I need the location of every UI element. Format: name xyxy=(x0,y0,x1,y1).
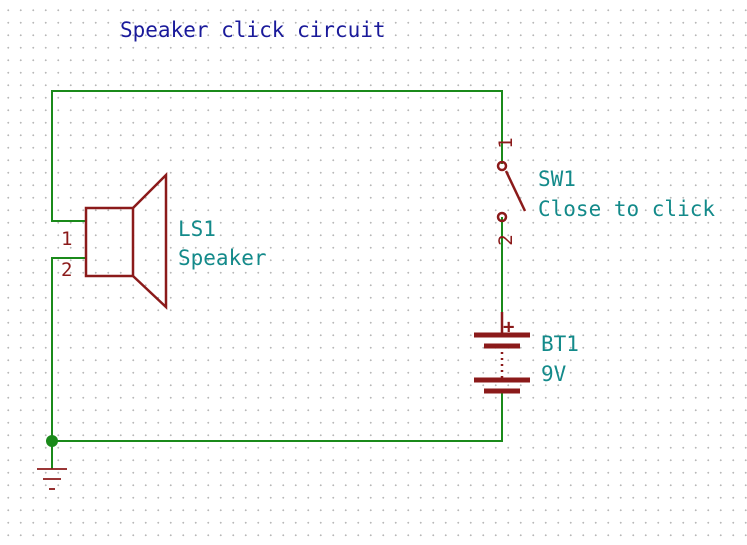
wire-top-loop xyxy=(51,90,503,222)
battery-bt1[interactable]: + BT1 9V xyxy=(474,312,579,394)
battery-plus-sign: + xyxy=(503,316,514,338)
ground-icon xyxy=(37,468,67,490)
switch-pin2-label: 2 xyxy=(495,234,517,245)
switch-contact-bottom xyxy=(496,211,508,223)
speaker-ref-label: LS1 xyxy=(178,217,216,241)
speaker-body xyxy=(84,206,135,278)
switch-pin1-label: 1 xyxy=(495,137,517,148)
battery-ref-label: BT1 xyxy=(541,332,579,356)
wire-bottom-loop xyxy=(51,257,503,442)
speaker-pin1-label: 1 xyxy=(61,228,72,250)
wires xyxy=(46,90,503,469)
battery-value-label: 9V xyxy=(541,362,567,386)
speaker-pin2-label: 2 xyxy=(61,259,72,281)
junction-dot xyxy=(46,435,58,447)
schematic-title: Speaker click circuit xyxy=(120,18,386,42)
switch-sw1[interactable]: 1 2 SW1 Close to click xyxy=(495,137,715,245)
speaker-value-label: Speaker xyxy=(178,246,267,270)
switch-value-label: Close to click xyxy=(538,197,715,221)
switch-lever xyxy=(504,170,527,212)
speaker-ls1[interactable]: 1 2 LS1 Speaker xyxy=(61,171,267,310)
switch-contact-top xyxy=(496,160,508,172)
speaker-cone xyxy=(132,171,168,310)
switch-ref-label: SW1 xyxy=(538,167,576,191)
